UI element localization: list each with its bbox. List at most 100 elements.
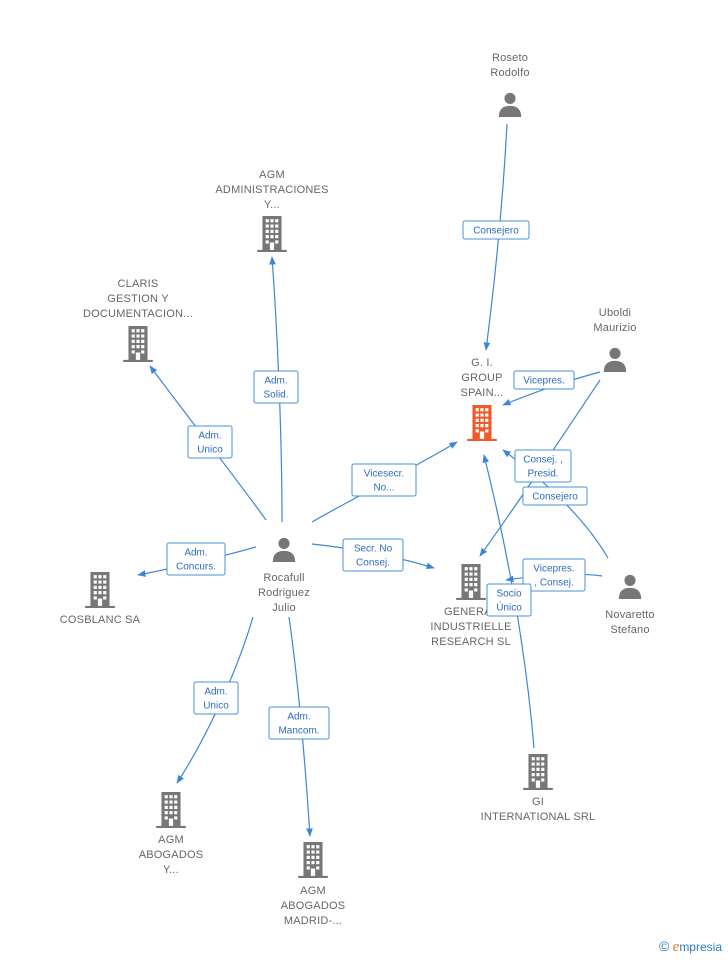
edge-label-box <box>462 220 530 240</box>
edge-label-text: Consejero <box>532 492 578 503</box>
building-icon <box>523 754 553 790</box>
copyright-symbol: © <box>658 938 670 954</box>
person-icon <box>498 92 522 117</box>
edge-label-text: Vicepres. <box>523 376 565 387</box>
edge-label-rocafull-to-general[interactable]: Secr. No Consej. <box>342 538 404 572</box>
node-label: RESEARCH SL <box>431 636 511 648</box>
edge-label-text: Vicesecr. <box>364 469 404 480</box>
building-icon <box>257 216 287 252</box>
brand-initial: e <box>672 939 680 955</box>
node-label: CLARIS <box>118 278 159 290</box>
node-cosblanc[interactable]: COSBLANC SA <box>60 572 141 626</box>
node-label: GI <box>532 796 544 808</box>
edge-label-text: Adm. <box>287 712 310 723</box>
edge-label-rocafull-to-claris[interactable]: Adm. Unico <box>187 425 233 459</box>
node-label: MADRID-... <box>284 915 342 927</box>
node-label: INDUSTRIELLE <box>430 621 511 633</box>
edge-label-text: Unico <box>203 701 229 712</box>
edge-label-text: Consej. , <box>523 455 562 466</box>
node-label: SPAIN... <box>461 387 504 399</box>
edge-label-novaretto-to-gigroup[interactable]: Consej. , Presid. <box>514 449 572 483</box>
node-label: Uboldi <box>599 307 631 319</box>
node-label: Rodriguez <box>258 587 310 599</box>
edge-label-box <box>513 370 575 390</box>
node-gigroup[interactable]: G. I. GROUP SPAIN... <box>461 357 504 441</box>
edge-label-text: Solid. <box>263 390 288 401</box>
node-label: ABOGADOS <box>281 900 346 912</box>
node-label: Rodolfo <box>490 67 529 79</box>
building-icon <box>156 792 186 828</box>
edge-label-text: Mancom. <box>278 726 319 737</box>
edge-label-box <box>253 370 299 404</box>
edge-label-box <box>522 486 588 506</box>
node-label: ABOGADOS <box>139 849 204 861</box>
node-label: G. I. <box>471 357 493 369</box>
edge-label-rocafull-to-cosblanc[interactable]: Adm. Concurs. <box>166 542 226 576</box>
brand-name: mpresia <box>679 940 722 954</box>
edge-label-text: No... <box>373 483 394 494</box>
node-label: ADMINISTRACIONES <box>215 184 328 196</box>
node-label: GROUP <box>461 372 502 384</box>
node-label: Stefano <box>610 624 649 636</box>
edge-label-box <box>187 425 233 459</box>
node-gi_intl[interactable]: GI INTERNATIONAL SRL <box>481 754 596 823</box>
edge-label-text: Adm. <box>204 687 227 698</box>
edge-label-roseto-to-gigroup[interactable]: Consejero <box>462 220 530 240</box>
node-label: Roseto <box>492 52 528 64</box>
edge-label-box <box>351 463 417 497</box>
node-label: AGM <box>158 834 184 846</box>
edge-label-box <box>342 538 404 572</box>
node-label: Y... <box>163 864 179 876</box>
edge-label-text: Secr. No <box>354 544 393 555</box>
building-icon <box>456 564 486 600</box>
node-label: Novaretto <box>605 609 655 621</box>
edge-label-rocafull-to-agm_admin[interactable]: Adm. Solid. <box>253 370 299 404</box>
edge-label-box <box>166 542 226 576</box>
edge-label-box <box>522 558 586 592</box>
node-label: INTERNATIONAL SRL <box>481 811 596 823</box>
edge-label-box <box>486 583 532 617</box>
node-claris[interactable]: CLARIS GESTION Y DOCUMENTACION... <box>83 278 193 362</box>
edge-label-text: Presid. <box>527 469 558 480</box>
node-label: Maurizio <box>593 322 636 334</box>
edge-label-text: , Consej. <box>534 578 573 589</box>
edge-label-box <box>514 449 572 483</box>
edge-label-text: Concurs. <box>176 562 216 573</box>
node-label: GESTION Y <box>107 293 169 305</box>
edge-label-text: Adm. <box>184 548 207 559</box>
node-agm_admin[interactable]: AGMADMINISTRACIONESY... <box>215 169 328 252</box>
node-label: AGM <box>300 885 326 897</box>
edge-label-rocafull-to-agm_abog_m[interactable]: Adm. Mancom. <box>268 706 330 740</box>
node-general[interactable]: GENERAL INDUSTRIELLE RESEARCH SL <box>430 564 511 648</box>
node-agm_abog_y[interactable]: AGM ABOGADOS Y... <box>139 792 204 876</box>
edge-label-rocafull-to-gigroup[interactable]: Vicesecr. No... <box>351 463 417 497</box>
person-icon <box>272 537 296 562</box>
node-label: GENERAL <box>444 606 498 618</box>
node-label: Julio <box>272 602 296 614</box>
edge-label-text: Socio <box>496 589 521 600</box>
empresia-logo[interactable]: © empresia <box>659 938 722 956</box>
edge-label-text: Único <box>496 601 522 614</box>
edge-label-uboldi-to-gigroup[interactable]: Vicepres. <box>513 370 575 390</box>
building-icon <box>123 326 153 362</box>
edge-label-text: Consejero <box>473 226 519 237</box>
edge-label-text: Consej. <box>356 558 390 569</box>
node-label: COSBLANC SA <box>60 614 141 626</box>
edge-label-box <box>193 681 239 715</box>
edge-label-text: Adm. <box>264 376 287 387</box>
edge-label-text: Unico <box>197 445 223 456</box>
edge-label-novaretto-to-general[interactable]: Vicepres. , Consej. <box>522 558 586 592</box>
edge-label-rocafull-to-agm_abog_y[interactable]: Adm. Unico <box>193 681 239 715</box>
edge-label-text: Vicepres. <box>533 564 575 575</box>
node-label: DOCUMENTACION... <box>83 308 193 320</box>
node-agm_abog_m[interactable]: AGM ABOGADOS MADRID-... <box>281 842 346 927</box>
building-icon <box>85 572 115 608</box>
edge-label-uboldi-to-general[interactable]: Consejero <box>522 486 588 506</box>
edge-label-text: Adm. <box>198 431 221 442</box>
node-label: Rocafull <box>263 572 304 584</box>
